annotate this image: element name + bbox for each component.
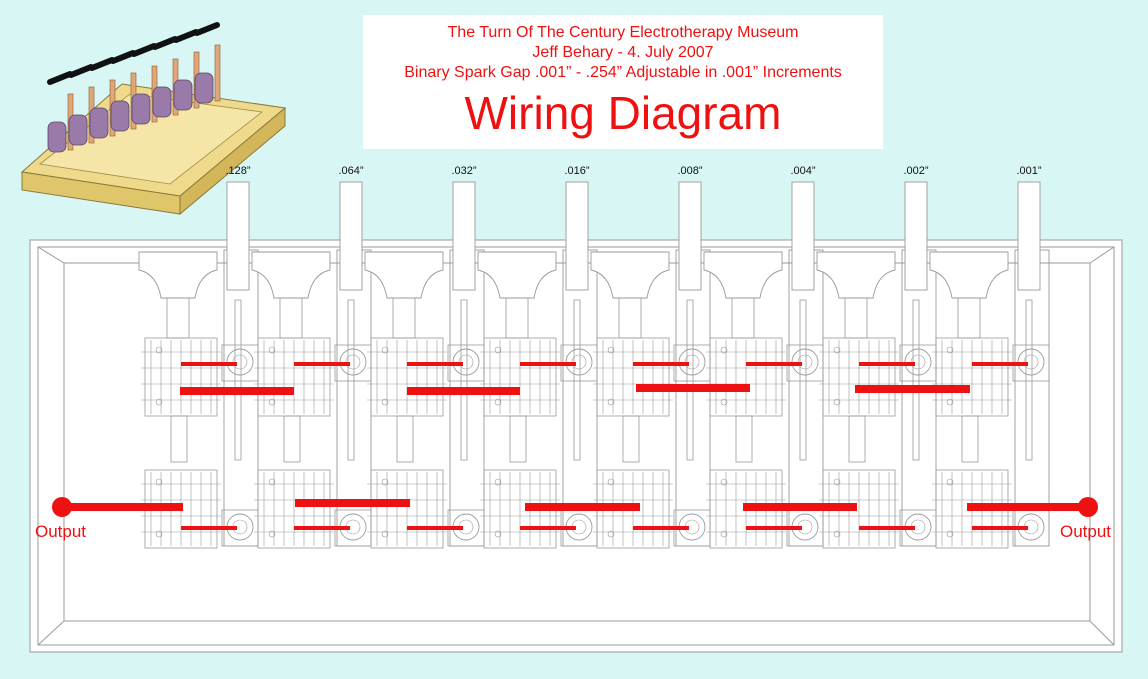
gap-label-064: .064”: [338, 165, 363, 177]
selector-tab: [791, 181, 815, 291]
adjust-knob: [590, 251, 670, 299]
device-illustration: [20, 22, 287, 216]
selector-tab: [565, 181, 589, 291]
spark-gap-unit-3: [364, 181, 485, 549]
adjust-knob: [251, 251, 331, 299]
selector-tab: [904, 181, 928, 291]
gap-label-008: .008”: [677, 165, 702, 177]
museum-name: The Turn Of The Century Electrotherapy M…: [447, 24, 799, 41]
adjust-knob: [138, 251, 218, 299]
selector-tab: [339, 181, 363, 291]
spark-gap-units: [138, 181, 1050, 549]
output-label-left: Output: [35, 522, 86, 541]
title-box: The Turn Of The Century Electrotherapy M…: [363, 15, 883, 149]
adjust-knob: [929, 251, 1009, 299]
adjust-knob: [703, 251, 783, 299]
gap-label-016: .016”: [564, 165, 589, 177]
output-terminal-right: [1078, 497, 1098, 517]
gap-label-128: .128”: [225, 165, 250, 177]
selector-tab: [1017, 181, 1041, 291]
base-board: [29, 239, 1123, 653]
output-label-right: Output: [1060, 522, 1111, 541]
adjust-knob: [816, 251, 896, 299]
gap-label-002: .002”: [903, 165, 928, 177]
selector-tab: [678, 181, 702, 291]
spark-gap-unit-4: [477, 181, 598, 549]
gap-label-004: .004”: [790, 165, 815, 177]
diagram-title: Wiring Diagram: [464, 87, 782, 139]
author-date: Jeff Behary - 4. July 2007: [532, 44, 714, 61]
adjust-knob: [477, 251, 557, 299]
illustration-unit-8: [194, 22, 221, 104]
device-description: Binary Spark Gap .001” - .254” Adjustabl…: [404, 64, 842, 81]
spark-gap-unit-5: [590, 181, 711, 549]
gap-labels: .128” .064” .032” .016” .008” .004” .002…: [225, 165, 1041, 177]
adjust-knob: [364, 251, 444, 299]
gap-label-032: .032”: [451, 165, 476, 177]
selector-tab: [452, 181, 476, 291]
spark-gap-unit-7: [816, 181, 937, 549]
wiring: [62, 362, 1088, 530]
spark-gap-unit-2: [251, 181, 372, 549]
output-terminal-left: [52, 497, 72, 517]
outputs: Output Output: [35, 497, 1111, 541]
gap-label-001: .001”: [1016, 165, 1041, 177]
selector-tab: [226, 181, 250, 291]
